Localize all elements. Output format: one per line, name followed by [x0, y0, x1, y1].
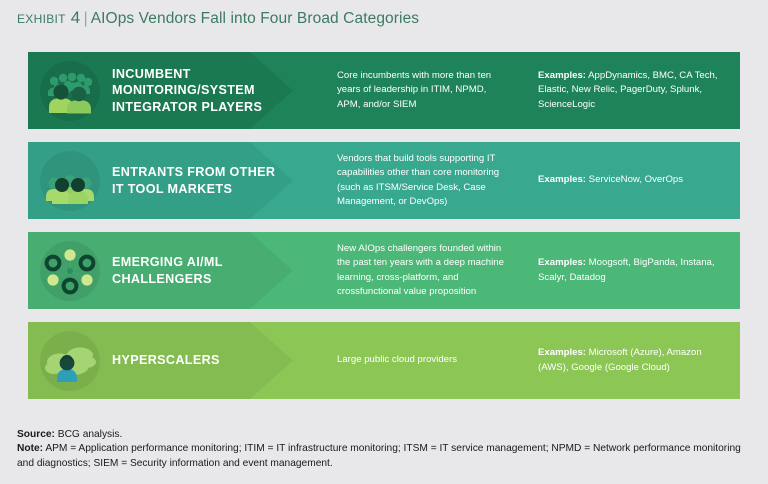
- category-examples: Examples: Moogsoft, BigPanda, Instana, S…: [538, 232, 718, 309]
- category-title: HYPERSCALERS: [112, 353, 220, 368]
- note-line: Note: APM = Application performance moni…: [17, 442, 753, 471]
- examples-label: Examples:: [538, 347, 586, 359]
- examples-value: Microsoft (Azure), Amazon (AWS), Google …: [538, 347, 702, 373]
- category-title: INCUMBENT MONITORING/SYSTEM INTEGRATOR P…: [112, 66, 263, 114]
- category-band-hyperscalers[interactable]: HYPERSCALERS Large public cloud provider…: [28, 322, 740, 399]
- source-label: Source:: [17, 429, 55, 440]
- examples-label: Examples:: [538, 174, 586, 186]
- category-description: New AIOps challengers founded within the…: [337, 243, 504, 297]
- source-text: BCG analysis.: [57, 429, 123, 440]
- category-band-entrants-other-it-tool-markets[interactable]: ENTRANTS FROM OTHER IT TOOL MARKETS Vend…: [28, 142, 740, 219]
- title-separator: |: [83, 10, 88, 27]
- footnotes: Source: BCG analysis. Note: APM = Applic…: [17, 428, 753, 471]
- category-band-incumbent-monitoring[interactable]: INCUMBENT MONITORING/SYSTEM INTEGRATOR P…: [28, 52, 740, 129]
- network-hub-icon: [40, 240, 100, 301]
- examples-label: Examples:: [538, 70, 586, 82]
- crowd-of-people-icon: [40, 60, 100, 121]
- cloud-user-icon: [40, 330, 100, 391]
- exhibit-headline: AIOps Vendors Fall into Four Broad Categ…: [90, 10, 420, 27]
- category-title: ENTRANTS FROM OTHER IT TOOL MARKETS: [112, 164, 276, 196]
- category-examples: Examples: Microsoft (Azure), Amazon (AWS…: [538, 322, 718, 399]
- examples-value: AppDynamics, BMC, CA Tech, Elastic, New …: [538, 70, 718, 110]
- category-examples: Examples: ServiceNow, OverOps: [538, 142, 718, 219]
- examples-value: Moogsoft, BigPanda, Instana, Scalyr, Dat…: [538, 257, 715, 283]
- exhibit-number-label: Exhibit 4: [17, 8, 81, 27]
- page-title: Exhibit 4|AIOps Vendors Fall into Four B…: [17, 8, 419, 28]
- category-band-list: INCUMBENT MONITORING/SYSTEM INTEGRATOR P…: [28, 52, 740, 399]
- category-description: Vendors that build tools supporting IT c…: [337, 153, 500, 207]
- category-band-emerging-ai-ml-challengers[interactable]: EMERGING AI/ML CHALLENGERS New AIOps cha…: [28, 232, 740, 309]
- source-line: Source: BCG analysis.: [17, 428, 753, 442]
- category-description: Large public cloud providers: [337, 354, 457, 366]
- group-of-people-icon: [40, 150, 100, 211]
- category-title: EMERGING AI/ML CHALLENGERS: [112, 254, 223, 286]
- category-examples: Examples: AppDynamics, BMC, CA Tech, Ela…: [538, 52, 718, 129]
- examples-value: ServiceNow, OverOps: [588, 174, 684, 186]
- category-description: Core incumbents with more than ten years…: [337, 70, 492, 110]
- examples-label: Examples:: [538, 257, 586, 269]
- note-text: APM = Application performance monitoring…: [17, 443, 741, 469]
- note-label: Note:: [17, 443, 44, 455]
